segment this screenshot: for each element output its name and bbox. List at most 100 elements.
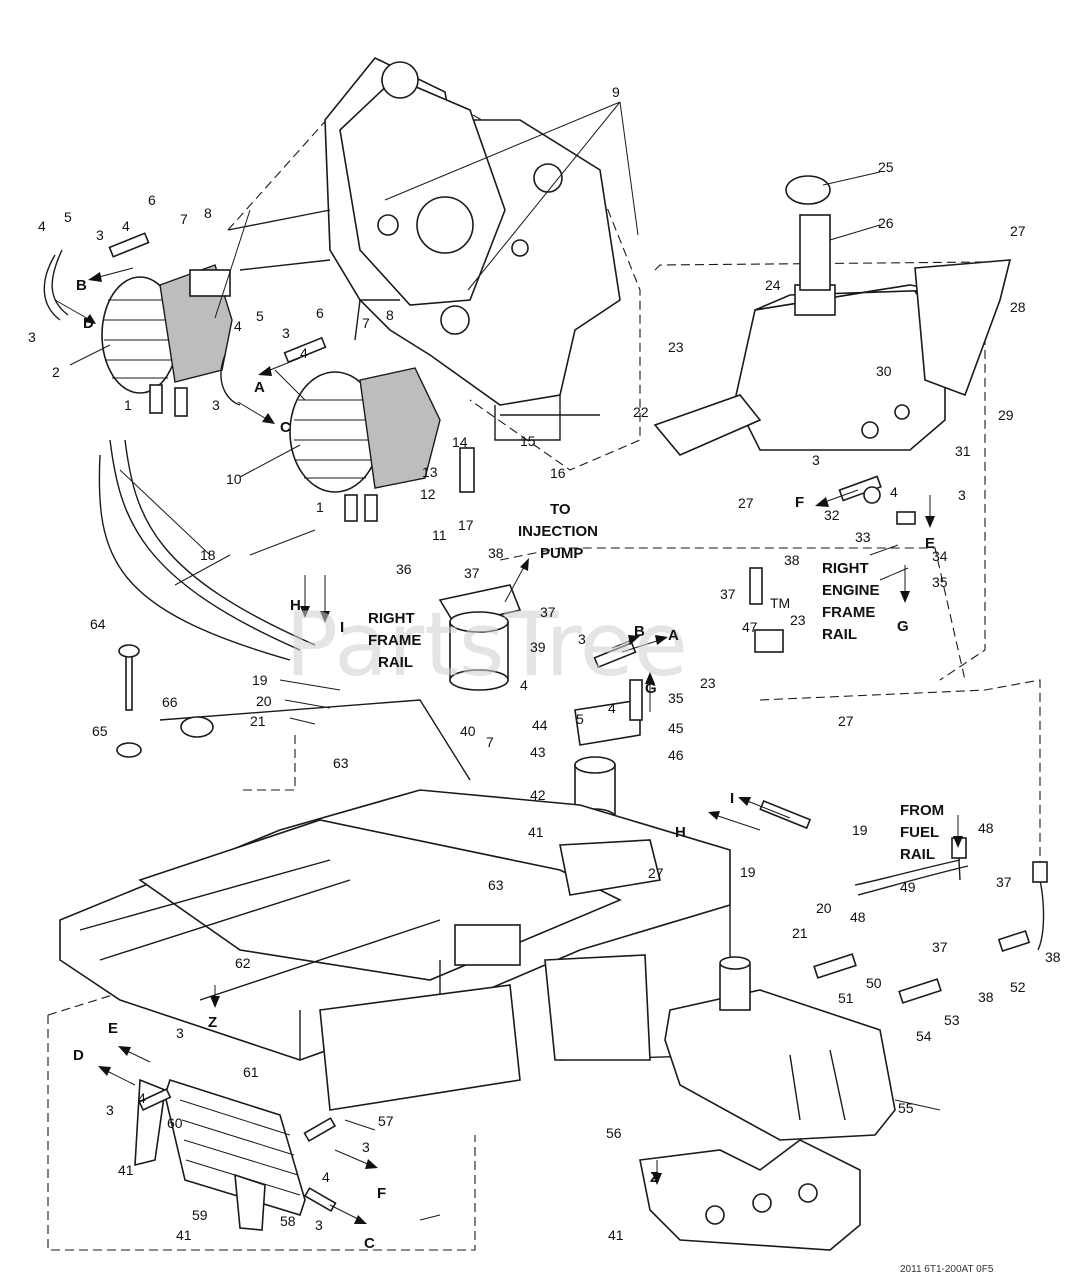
part-number: 3 <box>812 452 820 468</box>
part-number: 12 <box>420 486 436 502</box>
connection-letter: H <box>675 824 686 841</box>
part-number: 38 <box>1045 949 1061 965</box>
part-number: 7 <box>362 315 370 331</box>
part-number: 39 <box>530 639 546 655</box>
part-number: 17 <box>458 517 474 533</box>
part-number: 38 <box>978 989 994 1005</box>
part-number: 13 <box>422 464 438 480</box>
part-number: 8 <box>204 205 212 221</box>
part-number: 27 <box>738 495 754 511</box>
part-number: 27 <box>1010 223 1026 239</box>
part-number: 3 <box>362 1139 370 1155</box>
connection-letter: E <box>108 1020 118 1037</box>
fittings <box>108 232 1048 1213</box>
part-number: 1 <box>124 397 132 413</box>
connection-letter: D <box>83 315 94 332</box>
part-number: 6 <box>316 305 324 321</box>
part-number: 41 <box>176 1227 192 1243</box>
part-number: 61 <box>243 1064 259 1080</box>
part-number: 37 <box>932 939 948 955</box>
part-number: 64 <box>90 616 106 632</box>
part-number: 37 <box>464 565 480 581</box>
part-number: 41 <box>608 1227 624 1243</box>
part-number: 3 <box>958 487 966 503</box>
part-number: 60 <box>167 1115 183 1131</box>
skid-plate <box>639 1139 861 1251</box>
part-number: 27 <box>838 713 854 729</box>
part-number: 27 <box>648 865 664 881</box>
part-number: 48 <box>850 909 866 925</box>
hydraulic-lines <box>43 249 1045 951</box>
part-number: 37 <box>996 874 1012 890</box>
part-number: 6 <box>148 192 156 208</box>
right-frame-rail-label: FRAME <box>368 632 421 649</box>
part-number: 3 <box>96 227 104 243</box>
part-number: 57 <box>378 1113 394 1129</box>
part-number: 65 <box>92 723 108 739</box>
part-number: 3 <box>106 1102 114 1118</box>
part-number: 3 <box>212 397 220 413</box>
connection-letter: E <box>925 535 935 552</box>
part-number: 3 <box>176 1025 184 1041</box>
part-number: 14 <box>452 434 468 450</box>
part-number: 11 <box>432 527 447 543</box>
part-number: 63 <box>333 755 349 771</box>
part-number: 56 <box>606 1125 622 1141</box>
connection-letter: G <box>897 618 909 635</box>
part-number: 4 <box>608 700 616 716</box>
connection-letter: C <box>364 1235 375 1252</box>
part-number: 47 <box>742 619 758 635</box>
part-number: 34 <box>932 548 948 564</box>
flow-arrows <box>54 267 963 1224</box>
from-fuel-rail-label: FROM <box>900 802 944 819</box>
hydraulic-tank <box>653 175 1012 456</box>
connection-letters: B D A C F E G H I B A G I H Z E D F C Z <box>73 277 935 1252</box>
part-number: 5 <box>256 308 264 324</box>
part-number: 50 <box>866 975 882 991</box>
part-number: 8 <box>386 307 394 323</box>
to-injection-pump-label: INJECTION <box>518 523 598 540</box>
part-number: 5 <box>576 711 584 727</box>
connection-letter: A <box>254 379 265 396</box>
part-number: 52 <box>1010 979 1026 995</box>
right-engine-frame-rail-label: RAIL <box>822 626 857 643</box>
part-number: 9 <box>612 84 620 100</box>
part-number: 3 <box>315 1217 323 1233</box>
from-fuel-rail-label: RAIL <box>900 846 935 863</box>
right-frame-rail-label: RIGHT <box>368 610 415 627</box>
part-number: 23 <box>790 612 806 628</box>
part-number: 21 <box>250 713 266 729</box>
right-engine-frame-rail-label: ENGINE <box>822 582 880 599</box>
part-number: 23 <box>700 675 716 691</box>
part-number: 19 <box>252 672 268 688</box>
right-hydraulic-pump <box>289 367 441 522</box>
footer-code: 2011 6T1-200AT 0F5 <box>900 1264 994 1275</box>
part-number: 32 <box>824 507 840 523</box>
part-number: 21 <box>792 925 808 941</box>
right-frame-rail-label: RAIL <box>378 654 413 671</box>
part-number: 22 <box>633 404 649 420</box>
connection-letter: I <box>340 619 344 636</box>
dipstick-and-caps <box>116 644 214 758</box>
part-number: 26 <box>878 215 894 231</box>
part-number: 24 <box>765 277 781 293</box>
part-number: 51 <box>838 990 854 1006</box>
part-number: 29 <box>998 407 1014 423</box>
part-number: 25 <box>878 159 894 175</box>
part-number: 62 <box>235 955 251 971</box>
part-number: 54 <box>916 1028 932 1044</box>
part-number: 20 <box>256 693 272 709</box>
part-number: 1 <box>316 499 324 515</box>
part-number: 35 <box>932 574 948 590</box>
part-number: 23 <box>668 339 684 355</box>
part-number: 58 <box>280 1213 296 1229</box>
leader-lines <box>69 101 941 1221</box>
part-number: 33 <box>855 529 871 545</box>
connection-letter: C <box>280 419 291 436</box>
part-number: 41 <box>118 1162 134 1178</box>
part-number: 44 <box>532 717 548 733</box>
connection-letter: B <box>76 277 87 294</box>
part-number: 20 <box>816 900 832 916</box>
part-number: 7 <box>180 211 188 227</box>
